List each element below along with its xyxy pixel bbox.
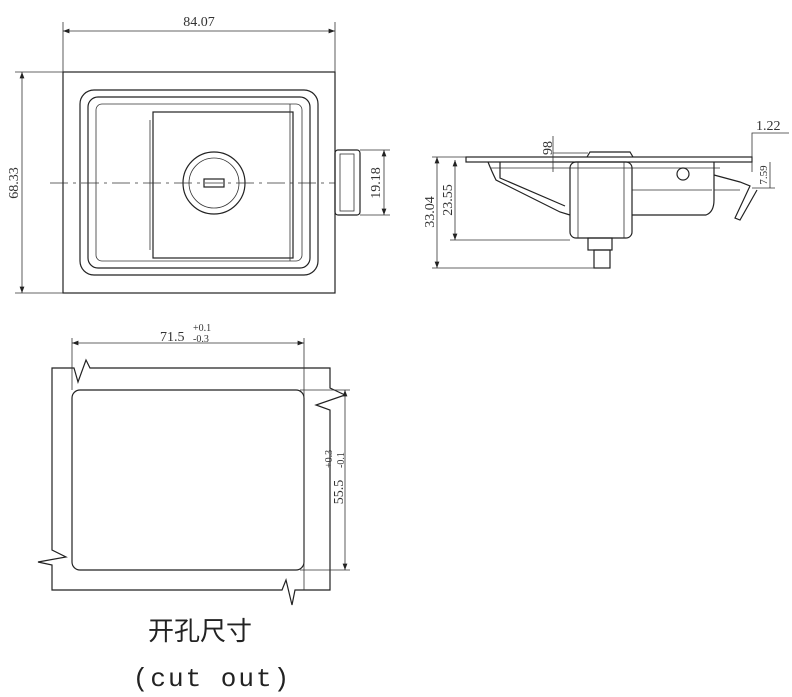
small-dimension: 98 <box>541 141 556 155</box>
cutout-width-dimension: 71.5 <box>160 330 185 345</box>
side-view: 33.04 23.55 98 1.22 7.59 <box>423 119 789 269</box>
offset-dimension: 7.59 <box>758 165 770 185</box>
front-view: 84.07 68.33 19.18 <box>7 15 390 294</box>
height-dimension: 68.33 <box>7 167 22 199</box>
plate-thickness-dimension: 1.22 <box>756 119 781 134</box>
cutout-width-tol-upper: +0.1 <box>193 323 211 334</box>
cutout-height-tol-lower: -0.1 <box>336 452 347 468</box>
cutout-caption-english: (cut out) <box>133 664 291 694</box>
tab-dimension: 19.18 <box>369 167 384 199</box>
width-dimension: 84.07 <box>183 15 215 30</box>
cutout-height-tol-upper: +0.3 <box>324 450 335 468</box>
cutout-caption-chinese: 开孔尺寸 <box>148 617 252 647</box>
total-depth-dimension: 33.04 <box>423 196 438 228</box>
cutout-width-tol-lower: -0.3 <box>193 334 209 345</box>
body-depth-dimension: 23.55 <box>441 184 456 216</box>
cutout-view: 71.5 +0.1 -0.3 55.5 +0.3 -0.1 开孔尺寸 (cut … <box>37 323 350 694</box>
cutout-height-dimension: 55.5 <box>332 480 347 505</box>
